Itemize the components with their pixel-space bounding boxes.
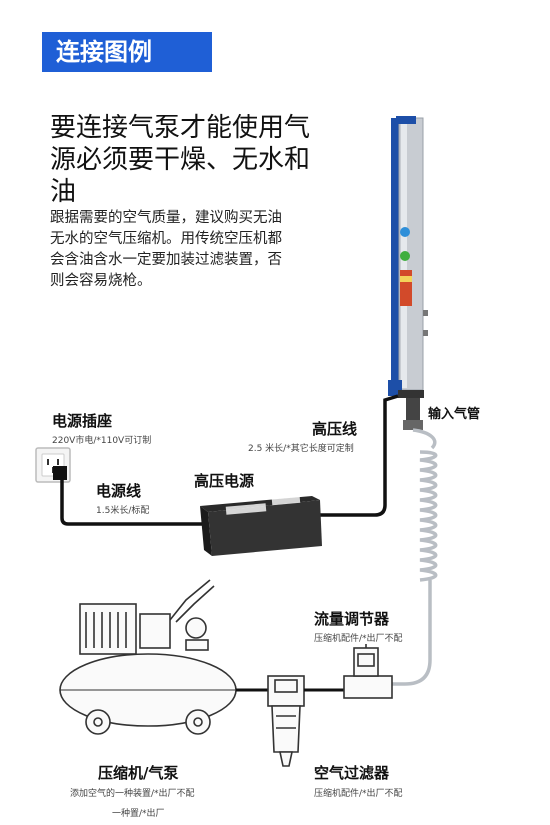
description-line: 则会容易烧枪。 xyxy=(50,273,152,289)
description: 跟据需要的空气质量，建议购买无油 无水的空气压缩机。用传统空压机都 会含油含水一… xyxy=(50,208,370,292)
description-line: 会含油含水一定要加装过滤装置，否 xyxy=(50,252,282,268)
indicator-light-icon xyxy=(400,227,410,237)
power-cord xyxy=(60,480,206,526)
hv-power-supply xyxy=(200,496,322,556)
air-filter-note: 压缩机配件/*出厂不配 xyxy=(314,789,403,799)
section-banner: 连接图例 xyxy=(42,32,212,72)
compressor-label: 压缩机/气泵 xyxy=(98,764,179,782)
description-line: 跟据需要的空气质量，建议购买无油 xyxy=(50,210,282,226)
air-inlet-label: 输入气管 xyxy=(428,407,481,422)
indicator-light-icon xyxy=(400,251,410,261)
coiled-air-hose xyxy=(392,428,438,686)
headline: 要连接气泵才能使用气 源必须要干燥、无水和 油 xyxy=(50,112,350,208)
power-socket-label: 电源插座 xyxy=(52,412,113,430)
description-line: 无水的空气压缩机。用传统空压机都 xyxy=(50,231,282,247)
compressor-note: 一种置/*出厂 xyxy=(112,809,165,819)
headline-line: 油 xyxy=(50,177,77,207)
flow-regulator xyxy=(343,644,393,699)
flow-regulator-note: 压缩机配件/*出厂不配 xyxy=(314,634,403,644)
hv-cable xyxy=(320,394,399,517)
power-socket-note: 220V市电/*110V可订制 xyxy=(52,436,152,446)
air-filter-label: 空气过滤器 xyxy=(314,764,390,782)
ion-air-bar xyxy=(388,116,428,398)
air-inlet-fitting xyxy=(403,398,423,430)
flow-regulator-label: 流量调节器 xyxy=(314,610,390,628)
hv-supply-label: 高压电源 xyxy=(194,472,255,490)
hv-cable-note: 2.5 米长/*其它长度可定制 xyxy=(248,444,354,454)
air-compressor xyxy=(59,579,237,735)
hv-cable-label: 高压线 xyxy=(312,420,358,438)
wall-socket xyxy=(35,447,71,483)
power-cord-note: 1.5米长/标配 xyxy=(96,506,150,516)
headline-line: 要连接气泵才能使用气 xyxy=(50,113,311,143)
compressor-note: 添加空气的一种装置/*出厂不配 xyxy=(70,789,195,799)
air-filter xyxy=(267,675,305,767)
headline-line: 源必须要干燥、无水和 xyxy=(50,145,311,175)
power-cord-label: 电源线 xyxy=(96,482,142,500)
